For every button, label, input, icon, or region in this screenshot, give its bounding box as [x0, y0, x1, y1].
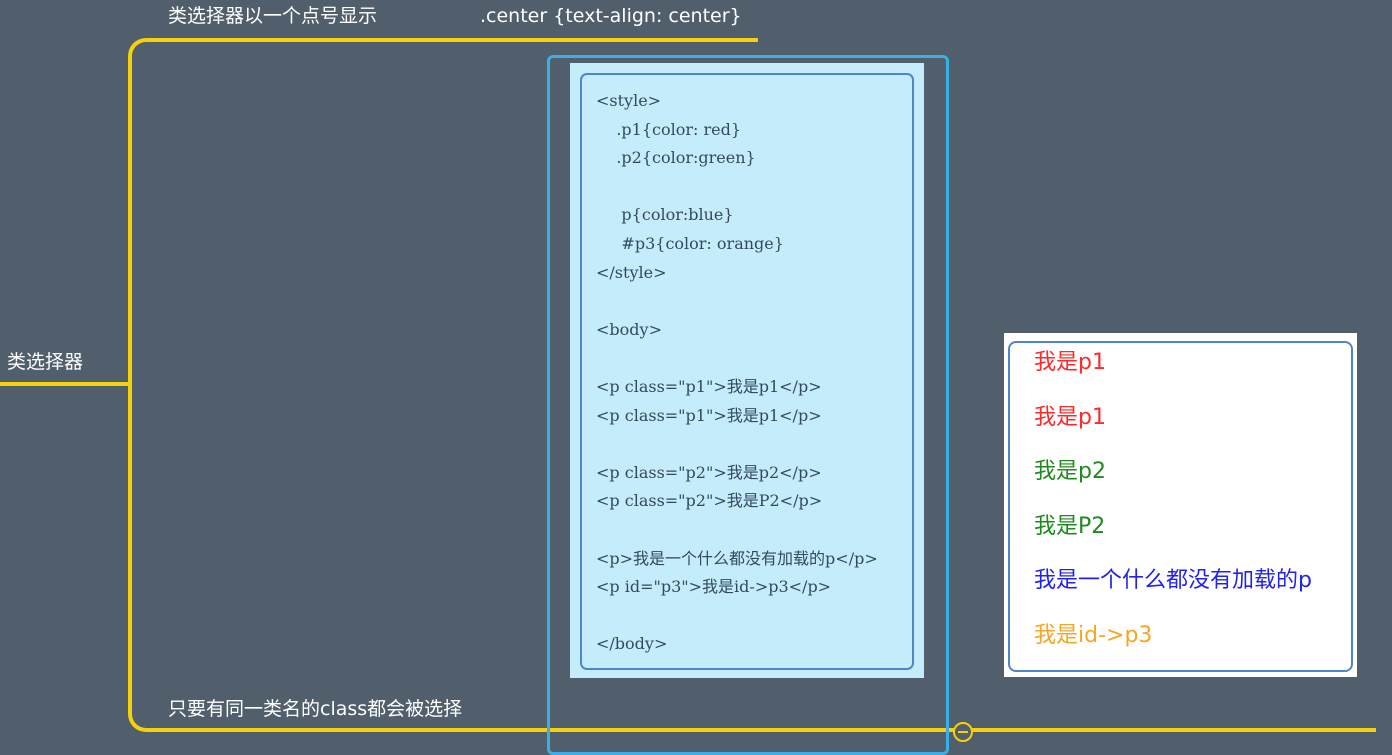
output-image: 我是p1 我是p1 我是p2 我是P2 我是一个什么都没有加载的p 我是id->p3 — [1004, 333, 1357, 677]
bottom-node-label[interactable]: 只要有同一类名的class都会被选择 — [168, 698, 463, 720]
code-line: <p class="p1">我是p1</p> — [596, 405, 822, 425]
output-line: 我是id->p3 — [1034, 623, 1153, 648]
output-line: 我是p2 — [1034, 459, 1106, 485]
code-line: .p1{color: red} — [596, 119, 742, 139]
code-image-border — [580, 73, 914, 670]
output-image-border — [1008, 341, 1353, 672]
code-line: p{color:blue} — [596, 205, 734, 225]
code-image: <style> .p1{color: red} .p2{color:green}… — [570, 63, 924, 678]
branch-bracket — [128, 38, 478, 732]
code-line: <p class="p2">我是P2</p> — [596, 491, 823, 511]
output-line: 我是P2 — [1034, 513, 1106, 539]
output-line: 我是p1 — [1034, 350, 1106, 375]
code-line: <p class="p2">我是p2</p> — [596, 462, 822, 482]
output-line: 我是p1 — [1034, 404, 1106, 430]
code-line: #p3{color: orange} — [596, 234, 784, 253]
collapse-toggle-icon[interactable] — [953, 722, 973, 742]
top-branch-line — [470, 38, 758, 42]
code-line: .p2{color:green} — [596, 148, 756, 168]
code-line: </body> — [596, 634, 668, 654]
top-node-code: .center {text-align: center} — [480, 5, 742, 27]
code-line: <body> — [596, 319, 662, 339]
output-line: 我是一个什么都没有加载的p — [1034, 568, 1312, 594]
code-line: <p id="p3">我是id->p3</p> — [596, 577, 832, 597]
root-branch-line — [0, 382, 130, 386]
code-line: <style> — [596, 91, 662, 110]
root-node-label[interactable]: 类选择器 — [7, 351, 84, 373]
bottom-branch-line — [470, 728, 1376, 732]
code-line: <p class="p1">我是p1</p> — [596, 377, 822, 396]
code-line: </style> — [596, 262, 667, 282]
code-line: <p>我是一个什么都没有加载的p</p> — [596, 548, 878, 568]
top-node-label[interactable]: 类选择器以一个点号显示 — [168, 5, 378, 27]
